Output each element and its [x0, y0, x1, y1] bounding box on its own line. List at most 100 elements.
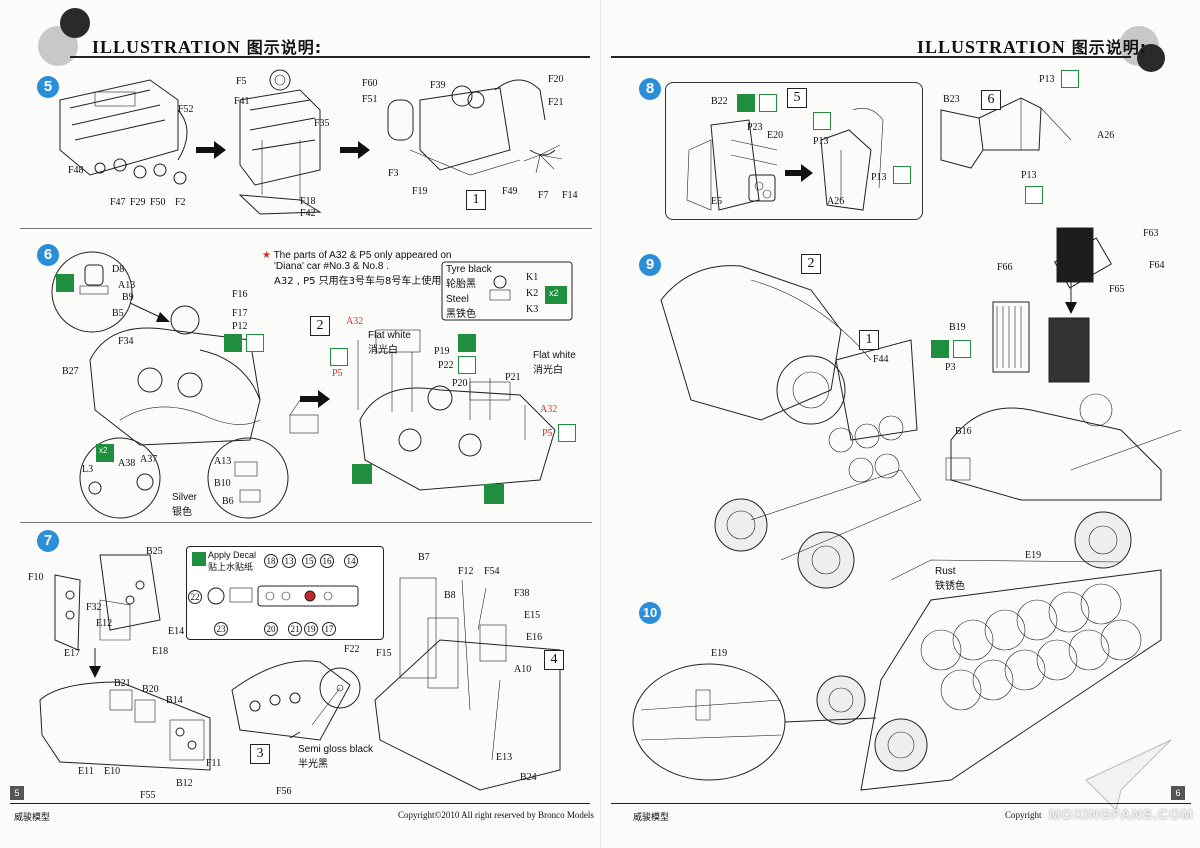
label-B24: B24 [520, 772, 537, 783]
left-page-line-drawings [39, 69, 573, 791]
label-K1: K1 [526, 272, 539, 283]
step5-engine-assembled-drawing [387, 79, 563, 176]
paint-icon-7 [893, 166, 911, 184]
silver-en: Silver [172, 492, 198, 503]
semi-gloss-cn: 半光黑 [298, 759, 328, 770]
paint-icon-10 [953, 340, 971, 358]
page-title-right: ILLUSTRATION 图示说明: [917, 34, 1147, 58]
label-B21: B21 [114, 678, 131, 689]
flat-white-note-2: Flat white 消光白 [533, 350, 576, 376]
label-B6: B6 [222, 496, 234, 507]
step6-detail-circles-bottom [79, 437, 289, 519]
label-B23: B23 [943, 94, 960, 105]
label-F11: F11 [206, 758, 222, 769]
paint-icon-2 [330, 348, 348, 366]
title-en-right: ILLUSTRATION [917, 37, 1066, 57]
label-P13-b: P13 [871, 172, 887, 183]
label-E12: E12 [96, 618, 113, 629]
label-A26: A26 [827, 196, 845, 207]
label-E5: E5 [711, 196, 723, 207]
step8-door-assembled-drawing [820, 108, 884, 211]
drill-hole-icon-2 [458, 334, 476, 352]
label-F34: F34 [118, 336, 134, 347]
footer-brand-left: 威骏模型 [14, 813, 51, 823]
label-A26-b: A26 [1097, 130, 1115, 141]
label-P13: P13 [813, 136, 829, 147]
label-F39: F39 [430, 80, 446, 91]
step6-body-drawing [89, 305, 319, 446]
step7-dashboard-back-drawing [54, 554, 161, 651]
star-icon: ★ [262, 250, 274, 261]
step6-detail-circle-top [51, 251, 133, 333]
label-E18: E18 [152, 646, 169, 657]
label-E20: E20 [767, 130, 784, 141]
label-P13-d: P13 [1021, 170, 1037, 181]
decal-16: 16 [320, 554, 334, 568]
footer-copyright: Copyright©2010 All right reserved by Bro… [398, 810, 594, 820]
label-F48: F48 [68, 165, 84, 176]
footer-brand-right: 威骏模型 [633, 813, 670, 823]
label-D8: D8 [112, 264, 125, 275]
section-divider-5-6 [20, 228, 592, 229]
step9-front-vehicle-drawing [945, 393, 1182, 569]
flat-white-cn: 消光白 [368, 345, 398, 356]
section-divider-6-7 [20, 522, 592, 523]
footer-copyright-right: Copyright [1005, 810, 1042, 820]
decal-21: 21 [288, 622, 302, 636]
label-E15: E15 [524, 610, 541, 621]
header-decoration-dark-circle-right [1137, 44, 1165, 72]
star-text-2: 'Diana' car #No.3 & No.8 . [274, 261, 389, 272]
drill-hole-icon [224, 334, 242, 352]
label-A37: A37 [140, 454, 158, 465]
label-B25: B25 [146, 546, 163, 557]
label-F54: F54 [484, 566, 500, 577]
label-F20: F20 [548, 74, 564, 85]
label-F60: F60 [362, 78, 378, 89]
label-F21: F21 [548, 97, 564, 108]
subassembly-1-box-right: 1 [859, 330, 879, 350]
label-P21: P21 [505, 372, 521, 383]
x2-note: x2 [99, 446, 108, 455]
label-F2: F2 [175, 197, 186, 208]
label-F63: F63 [1143, 228, 1159, 239]
step7-dash-panel-drawing [231, 660, 361, 741]
step5-engine-drawing [238, 69, 322, 215]
step-5-badge: 5 [37, 76, 59, 98]
watermark-text: MOXINGFANS.COM [1049, 806, 1194, 822]
label-F38: F38 [514, 588, 530, 599]
tyre-en: Tyre black [446, 264, 492, 275]
paint-icon [246, 334, 264, 352]
decal-22: 22 [188, 590, 202, 604]
label-F66: F66 [997, 262, 1013, 273]
label-B10: B10 [214, 478, 231, 489]
label-F7: F7 [538, 190, 549, 201]
label-E11: E11 [78, 766, 94, 777]
title-cn: 图示说明: [246, 38, 323, 57]
label-F17: F17 [232, 308, 248, 319]
decal-20: 20 [264, 622, 278, 636]
drill-hole-icon-4 [931, 340, 949, 358]
label-P13-c: P13 [1039, 74, 1055, 85]
label-K3: K3 [526, 304, 539, 315]
decal-14: 14 [344, 554, 358, 568]
step8-door-drawing [686, 119, 778, 211]
decal-18: 18 [264, 554, 278, 568]
label-P20: P20 [452, 378, 468, 389]
steel-cn: 黑铁色 [446, 309, 476, 320]
label-E19-detail: E19 [711, 648, 728, 659]
label-F49: F49 [502, 186, 518, 197]
flat-white2-cn: 消光白 [533, 365, 563, 376]
label-P19: P19 [434, 346, 450, 357]
flat-white2-en: Flat white [533, 350, 576, 361]
label-F47: F47 [110, 197, 126, 208]
subassembly-3-box: 3 [250, 744, 270, 764]
label-B12: B12 [176, 778, 193, 789]
label-F42: F42 [300, 208, 316, 219]
label-E13: E13 [496, 752, 513, 763]
label-E14: E14 [168, 626, 185, 637]
drill-hole-icon-3 [737, 94, 755, 112]
title-cn-right: 图示说明: [1071, 38, 1148, 57]
label-F44: F44 [873, 354, 889, 365]
rust-cn: 铁锈色 [935, 581, 965, 592]
